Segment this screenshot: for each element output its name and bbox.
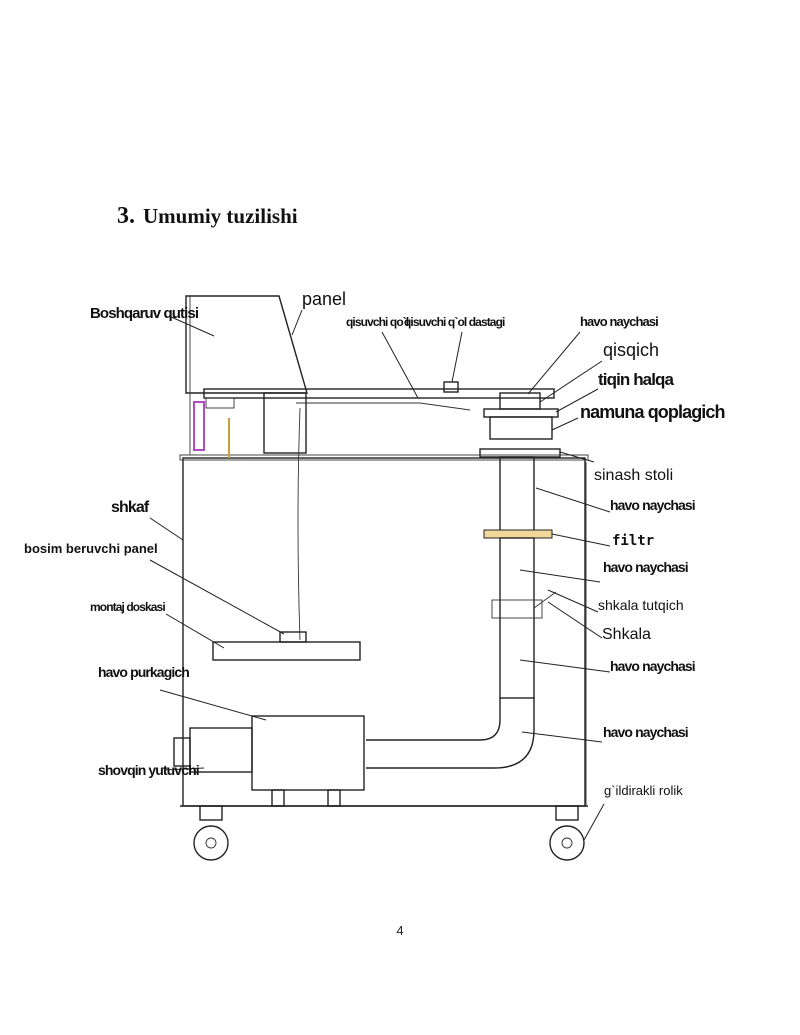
arm-link — [296, 402, 471, 411]
leader-havo-naychasi-4 — [519, 659, 611, 673]
leader-havo-purkagich — [159, 689, 267, 721]
label-shkala: Shkala — [602, 626, 651, 643]
section-title: Umumiy tuzilishi — [143, 204, 298, 228]
leader-boshqaruv-qutisi — [168, 315, 215, 337]
test-table-plate — [479, 448, 561, 458]
cabinet-top-edge — [179, 454, 589, 461]
label-shovqin-yutuvchi: shovqin yutuvchi — [98, 762, 199, 778]
scale-pointer — [533, 591, 557, 609]
left-caster-wheel — [193, 825, 229, 861]
leader-qisqich — [539, 360, 603, 403]
leader-havo-naychasi-5 — [521, 731, 603, 743]
silencer-cap — [173, 737, 191, 767]
right-caster-wheel — [549, 825, 585, 861]
air-blower — [251, 715, 365, 791]
label-shkaf: shkaf — [111, 499, 150, 516]
label-havo-naychasi-top: havo naychasi — [580, 314, 658, 329]
right-wheel-hub — [561, 837, 573, 849]
air-tube-upper — [499, 456, 535, 538]
label-bosim-beruvchi-panel: bosim beruvchi panel — [24, 541, 158, 556]
tightening-ring — [483, 408, 559, 418]
arm-bracket — [263, 392, 307, 454]
indicator-tube — [193, 401, 205, 451]
label-havo-naychasi-2: havo naychasi — [610, 497, 695, 513]
silencer — [189, 727, 253, 773]
leader-montaj-doskasi — [165, 613, 225, 649]
leader-sinash-stoli — [559, 451, 595, 463]
clamping-arm — [203, 388, 555, 399]
blower-foot-left — [271, 789, 285, 807]
label-havo-naychasi-4: havo naychasi — [610, 658, 695, 674]
label-havo-naychasi-5: havo naychasi — [603, 724, 688, 740]
leader-tiqin-halqa — [555, 388, 599, 413]
label-gildirakli-rolik: g`ildirakli rolik — [604, 783, 683, 798]
label-panel: panel — [302, 289, 346, 309]
leader-filtr — [551, 533, 611, 547]
filter — [483, 529, 553, 539]
leader-qisuvchi-qol-dastagi — [451, 331, 463, 383]
machine-drawing — [173, 295, 589, 861]
label-filtr: filtr — [612, 533, 654, 549]
leader-lines — [149, 309, 611, 841]
label-sinash-stoli: sinash stoli — [594, 467, 673, 484]
sample-cover — [489, 416, 553, 440]
leader-qisuvchi-qol — [381, 331, 419, 399]
left-wheel-bracket — [199, 805, 223, 821]
leader-shkala-tutqich — [547, 589, 599, 613]
label-tiqin-halqa: tiqin halqa — [598, 370, 675, 389]
pressure-panel-hose — [297, 407, 301, 641]
mounting-board — [212, 641, 361, 661]
right-wheel-bracket — [555, 805, 579, 821]
leader-gildirakli-rolik — [583, 803, 605, 841]
arm-handle — [443, 381, 459, 393]
air-pipe-elbow — [366, 698, 501, 741]
leader-panel — [291, 309, 303, 336]
label-havo-naychasi-3: havo naychasi — [603, 559, 688, 575]
arm-block — [205, 397, 235, 409]
section-number: 3. — [117, 203, 135, 229]
label-namuna-qoplagich: namuna qoplagich — [580, 402, 725, 422]
label-qisuvchi-qol-dastagi: qisuvchi q`ol dastagi — [404, 315, 505, 329]
blower-foot-right — [327, 789, 341, 807]
label-qisuvchi-qol: qisuvchi qo`l — [346, 315, 409, 329]
cabinet — [182, 457, 586, 807]
page-number: 4 — [396, 923, 404, 938]
air-pipe-elbow-outer — [366, 698, 535, 769]
left-wheel-hub — [205, 837, 217, 849]
leader-shkaf — [149, 517, 184, 541]
label-shkala-tutqich: shkala tutqich — [598, 597, 684, 613]
leader-havo-naychasi-2 — [535, 487, 611, 513]
label-havo-purkagich: havo purkagich — [98, 664, 189, 680]
leader-namuna-qoplagich — [551, 417, 579, 431]
leader-shovqin-yutuvchi — [163, 767, 205, 771]
leader-havo-naychasi-top — [527, 331, 581, 395]
section-heading: 3. Umumiy tuzilishi — [117, 203, 298, 230]
clamp-head — [499, 392, 541, 410]
label-boshqaruv-qutisi: Boshqaruv qutisi — [90, 305, 199, 322]
leader-bosim-beruvchi-panel — [149, 559, 285, 635]
label-montaj-doskasi: montaj doskasi — [90, 600, 165, 614]
scale-holder — [491, 599, 543, 619]
leader-havo-naychasi-3 — [519, 569, 601, 583]
leader-shkala — [547, 601, 603, 639]
control-box — [185, 295, 308, 394]
diagram-labels: Boshqaruv qutisi panel qisuvchi qo`l qis… — [24, 289, 726, 798]
label-qisqich: qisqich — [603, 340, 659, 360]
